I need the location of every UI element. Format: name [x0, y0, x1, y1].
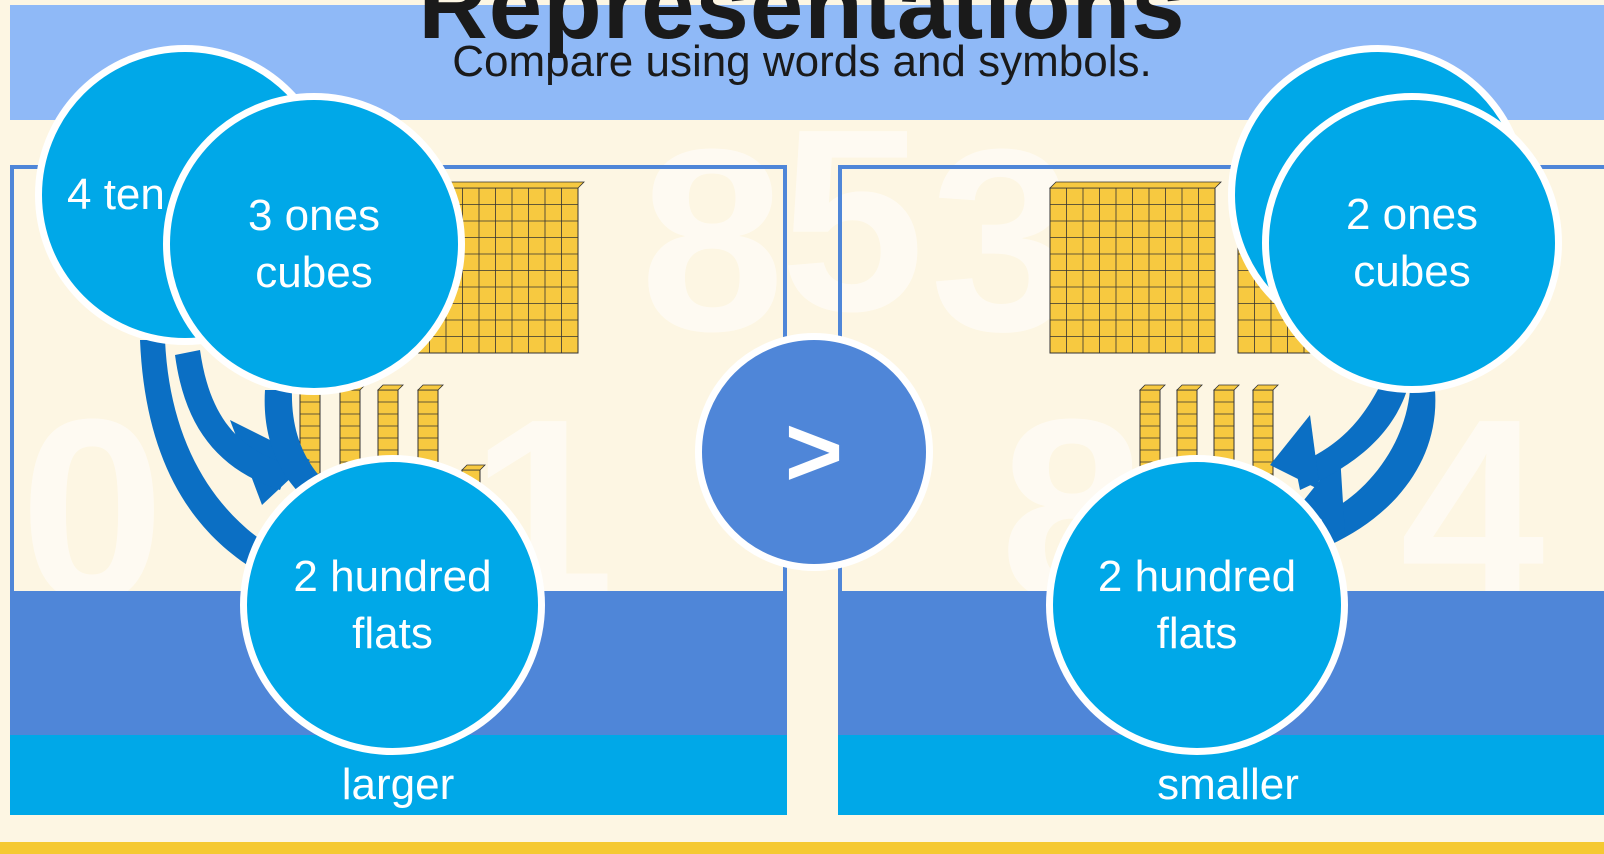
left-hundreds-line2: flats: [352, 609, 433, 658]
left-hundreds-bubble: 2 hundred flats: [240, 455, 545, 755]
slide-title: Representations: [418, 0, 1186, 59]
slide-subtitle: Compare using words and symbols.: [452, 37, 1152, 86]
left-ones-line2: cubes: [255, 248, 373, 297]
left-ones-bubble: 3 ones cubes: [163, 93, 465, 395]
right-hundreds-line2: flats: [1156, 609, 1238, 658]
left-label-text: larger: [341, 760, 455, 809]
comparison-symbol: >: [695, 333, 933, 571]
right-ones-line2: cubes: [1353, 247, 1471, 296]
left-tens-text: 4 ten: [67, 170, 165, 220]
arrow-ones-to-hundreds: [264, 390, 385, 540]
arrow-right-ones: [1320, 390, 1436, 545]
right-label-text: smaller: [1157, 760, 1299, 809]
right-hundreds-bubble: 2 hundred flats: [1046, 455, 1348, 755]
svg-text:8: 8: [640, 96, 785, 386]
right-ones-line1: 2 ones: [1345, 189, 1479, 239]
arrow-head-right-ones: [1300, 455, 1345, 535]
arrow-head-right-tens: [1270, 415, 1320, 490]
svg-text:5: 5: [780, 76, 925, 366]
arrow-tens-body: [175, 350, 290, 490]
bottom-accent-strip: [0, 842, 1604, 854]
left-ones-line1: 3 ones: [247, 190, 381, 240]
hundred-flat: [1049, 181, 1222, 354]
arrow-right-tens: [1295, 375, 1410, 490]
right-hundreds-line1: 2 hundred: [1097, 551, 1297, 601]
left-hundreds-line1: 2 hundred: [293, 551, 492, 601]
right-ones-bubble: 2 ones cubes: [1262, 93, 1562, 393]
